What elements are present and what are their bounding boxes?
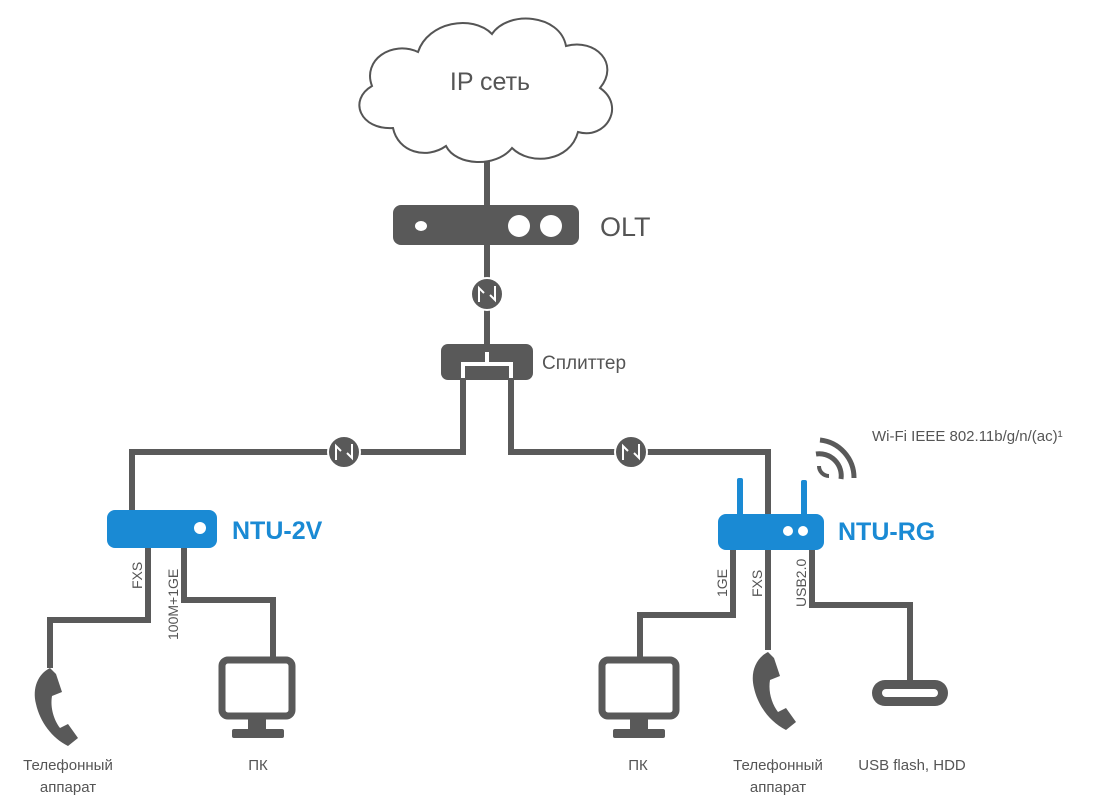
- wifi-icon: [815, 437, 857, 480]
- lan-port-label: 100M+1GE: [165, 569, 181, 640]
- pc-monitor-icon: [598, 656, 680, 738]
- ntu-2v-label: NTU-2V: [232, 517, 323, 545]
- pc-monitor-icon: [218, 656, 296, 738]
- ip-network-label: IP сеть: [450, 68, 530, 96]
- wifi-standard-label: Wi-Fi IEEE 802.11b/g/n/(ac)¹: [872, 428, 1063, 445]
- olt-label: OLT: [600, 212, 651, 242]
- usb-storage-icon: [872, 680, 948, 706]
- phone-label: аппарат: [750, 779, 806, 796]
- usb-port-label: USB2.0: [793, 559, 809, 607]
- optical-connector-icon: [470, 277, 504, 311]
- usb-storage-label: USB flash, HDD: [858, 757, 966, 774]
- splitter-label: Сплиттер: [542, 353, 626, 374]
- phone-icon: [752, 652, 796, 730]
- optical-connector-icon: [614, 435, 648, 469]
- pc-label: ПК: [628, 757, 648, 774]
- ip-network-cloud: IP сеть: [358, 17, 613, 163]
- phone-label: Телефонный: [23, 757, 113, 774]
- olt-device: OLT: [393, 205, 651, 245]
- ntu-2v-device: NTU-2V: [107, 510, 323, 548]
- ntu-rg-label: NTU-RG: [838, 518, 935, 546]
- fxs-port-label: FXS: [129, 562, 145, 589]
- phone-icon: [34, 668, 78, 746]
- pc-label: ПК: [248, 757, 268, 774]
- phone-label: аппарат: [40, 779, 96, 796]
- ntu-rg-device: NTU-RG: [718, 478, 935, 550]
- splitter-device: Сплиттер: [441, 344, 626, 380]
- phone-label: Телефонный: [733, 757, 823, 774]
- connection-lines: [47, 150, 913, 680]
- optical-connector-icon: [327, 435, 361, 469]
- fxs-port-label: FXS: [749, 570, 765, 597]
- ge-port-label: 1GE: [714, 569, 730, 597]
